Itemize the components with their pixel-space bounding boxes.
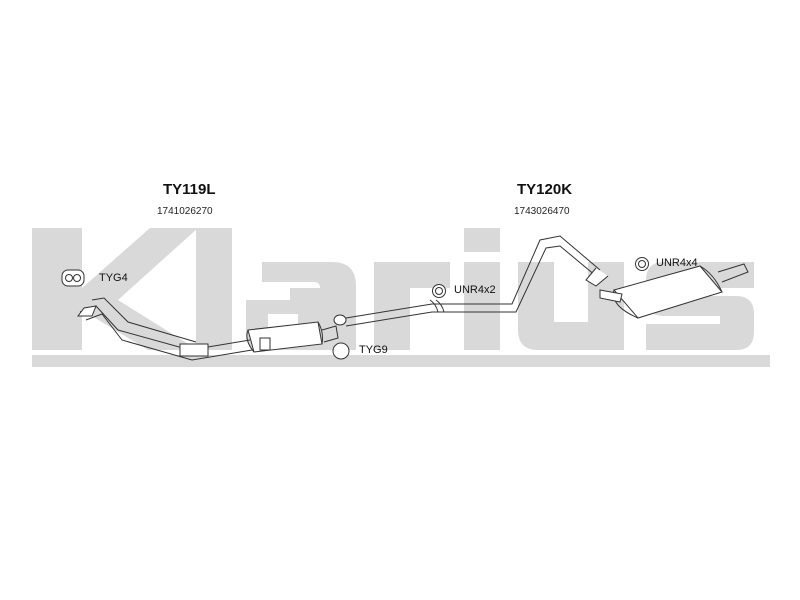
gasket-icon [61, 269, 85, 287]
fitting-label-tyg9: TYG9 [359, 344, 388, 356]
part-code-ty119l: TY119L [163, 181, 216, 198]
ring-gasket-icon [332, 342, 350, 360]
part-code-ty120k: TY120K [517, 181, 573, 198]
front-pipe-ty119l [77, 297, 339, 361]
rear-section-ty120k [333, 235, 749, 327]
fitting-label-unr4x2: UNR4x2 [454, 284, 496, 296]
fitting-label-unr4x4: UNR4x4 [656, 257, 698, 269]
rubber-mount-icon [432, 284, 446, 298]
part-number-ty119l: 1741026270 [157, 206, 213, 217]
rubber-mount-icon [635, 257, 649, 271]
fitting-label-tyg4: TYG4 [99, 272, 128, 284]
part-number-ty120k: 1743026470 [514, 206, 570, 217]
